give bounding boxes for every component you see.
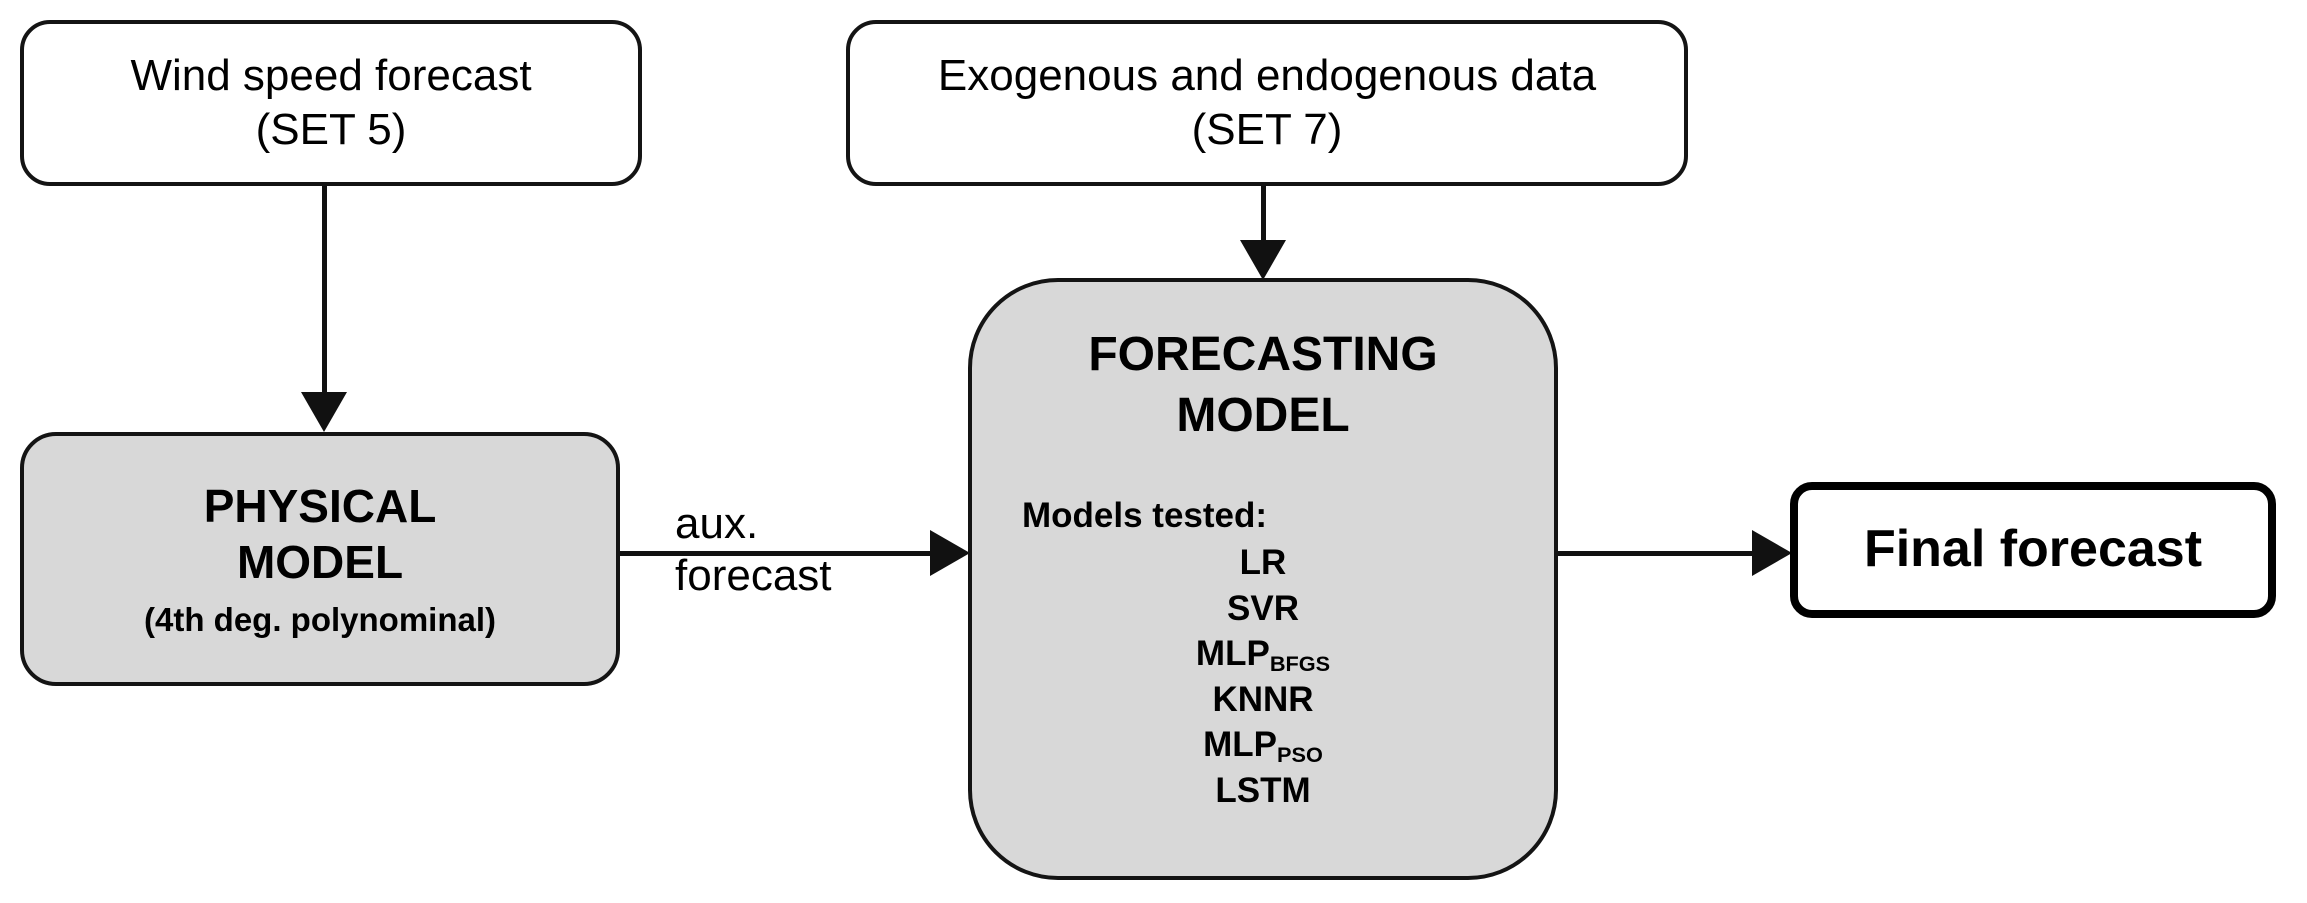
edge-label-aux-forecast: aux. forecast: [675, 498, 832, 602]
model-item-lstm-name: LSTM: [1215, 770, 1311, 810]
model-item-knnr-name: KNNR: [1212, 679, 1314, 719]
node-physical-model-line1: PHYSICAL: [203, 479, 437, 532]
node-forecasting-model: FORECASTING MODEL Models tested: LR SVR …: [968, 278, 1558, 880]
model-item-lr-name: LR: [1239, 543, 1287, 583]
arrow-shaft-vertical: [322, 186, 327, 394]
node-forecasting-model-line1: FORECASTING: [1088, 328, 1438, 381]
edge-label-aux-forecast-line2: forecast: [675, 550, 832, 600]
node-wind-speed-forecast-line2: (SET 5): [255, 105, 407, 154]
model-item-knnr: KNNR: [972, 677, 1554, 723]
model-item-lstm: LSTM: [972, 768, 1554, 814]
node-physical-model-line2: MODEL: [236, 535, 404, 588]
model-item-mlp-pso-name: MLP: [1203, 725, 1278, 765]
arrowhead-right-icon: [930, 530, 970, 576]
node-exogenous-endogenous-data: Exogenous and endogenous data (SET 7): [846, 20, 1688, 186]
arrow-shaft-vertical: [1261, 186, 1266, 242]
model-item-mlp-pso-subscript: PSO: [1277, 742, 1323, 768]
model-item-mlp-pso: MLPPSO: [972, 722, 1554, 768]
model-item-mlp-bfgs: MLPBFGS: [972, 631, 1554, 677]
model-item-svr-name: SVR: [1227, 588, 1299, 628]
node-physical-model-subtitle: (4th deg. polynominal): [144, 600, 496, 638]
node-exogenous-endogenous-data-line1: Exogenous and endogenous data: [937, 51, 1597, 101]
node-exogenous-endogenous-data-line2: (SET 7): [1191, 105, 1343, 154]
node-wind-speed-forecast: Wind speed forecast (SET 5): [20, 20, 642, 186]
forecasting-model-models-list: Models tested: LR SVR MLPBFGS KNNR MLPPS…: [972, 493, 1554, 814]
model-item-mlp-bfgs-name: MLP: [1195, 634, 1270, 674]
node-final-forecast-label: Final forecast: [1863, 520, 2203, 579]
arrowhead-right-icon: [1752, 530, 1792, 576]
arrow-shaft-horizontal: [1558, 551, 1758, 556]
node-forecasting-model-line2: MODEL: [1176, 389, 1350, 443]
model-item-svr: SVR: [972, 586, 1554, 632]
node-wind-speed-forecast-line1: Wind speed forecast: [130, 51, 532, 101]
model-item-lr: LR: [972, 540, 1554, 586]
node-final-forecast: Final forecast: [1790, 482, 2276, 618]
arrowhead-down-icon: [301, 392, 347, 432]
model-item-mlp-bfgs-subscript: BFGS: [1269, 651, 1331, 677]
arrow-shaft-horizontal: [620, 551, 936, 556]
models-tested-heading: Models tested:: [1022, 495, 1268, 535]
edge-label-aux-forecast-line1: aux.: [675, 499, 759, 548]
arrowhead-down-icon: [1240, 240, 1286, 280]
node-physical-model: PHYSICAL MODEL (4th deg. polynominal): [20, 432, 620, 686]
